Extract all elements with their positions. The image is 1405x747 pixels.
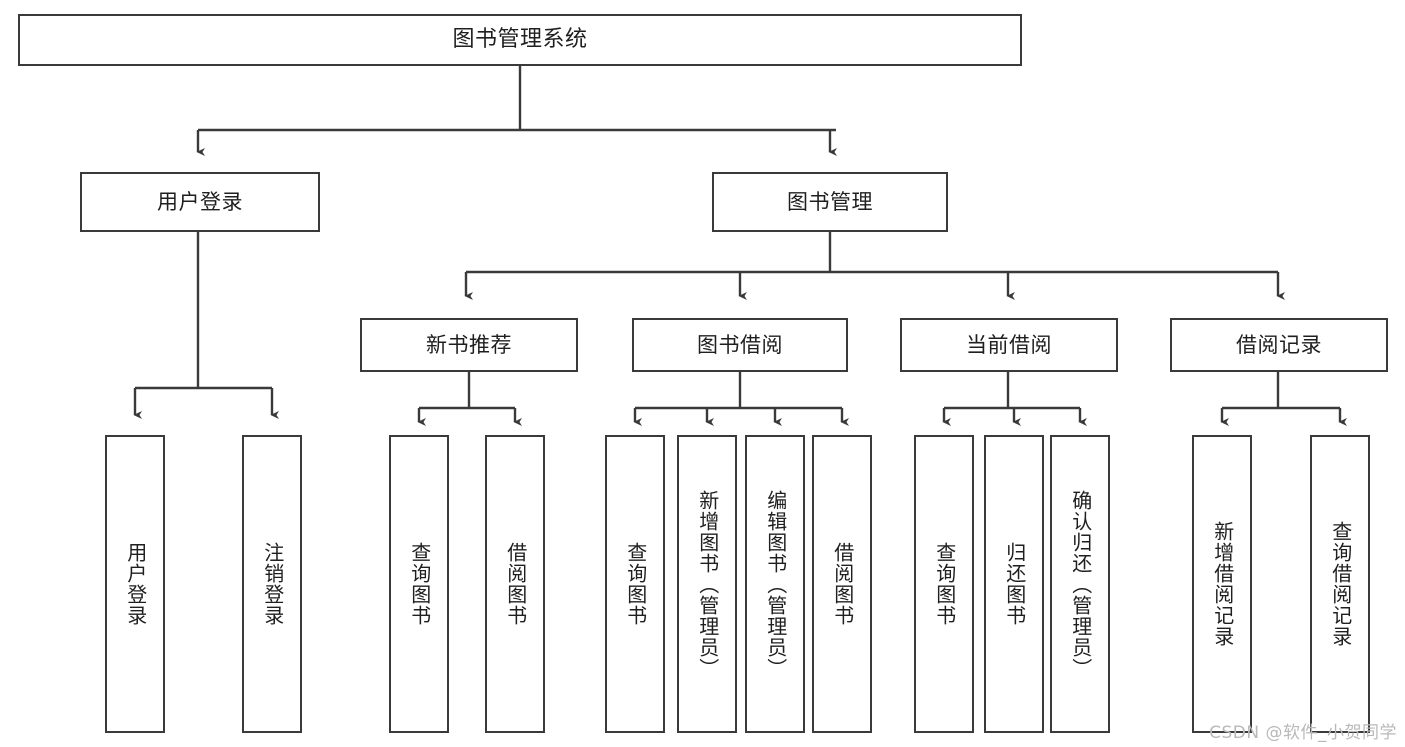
node-label: 新增图书（管理员） xyxy=(695,489,720,679)
leaf-edit-book-admin[interactable]: 编辑图书（管理员） xyxy=(745,435,805,733)
leaf-borrow-books-recommend[interactable]: 借阅图书 xyxy=(485,435,545,733)
node-user-login[interactable]: 用户登录 xyxy=(80,172,320,232)
node-new-book-recommend[interactable]: 新书推荐 xyxy=(360,318,578,372)
watermark-text: CSDN @软件_小贺同学 xyxy=(1209,723,1397,743)
node-current-borrow[interactable]: 当前借阅 xyxy=(900,318,1118,372)
node-label: 当前借阅 xyxy=(966,332,1052,357)
leaf-search-books-current[interactable]: 查询图书 xyxy=(914,435,974,733)
node-borrow-records[interactable]: 借阅记录 xyxy=(1170,318,1388,372)
node-label: 确认归还（管理员） xyxy=(1068,489,1093,679)
node-label: 归还图书 xyxy=(1002,542,1027,626)
node-label: 用户登录 xyxy=(157,189,243,214)
leaf-search-books-recommend[interactable]: 查询图书 xyxy=(389,435,449,733)
node-root-system[interactable]: 图书管理系统 xyxy=(18,14,1022,66)
node-label: 用户登录 xyxy=(123,542,148,626)
node-label: 借阅记录 xyxy=(1236,332,1322,357)
node-label: 图书借阅 xyxy=(697,332,783,357)
node-label: 图书管理系统 xyxy=(452,27,588,53)
node-label: 图书管理 xyxy=(787,189,873,214)
node-label: 注销登录 xyxy=(260,542,285,626)
node-label: 查询图书 xyxy=(932,542,957,626)
node-book-management[interactable]: 图书管理 xyxy=(712,172,948,232)
leaf-return-book[interactable]: 归还图书 xyxy=(984,435,1044,733)
node-label: 查询借阅记录 xyxy=(1328,521,1353,647)
node-label: 新书推荐 xyxy=(426,332,512,357)
leaf-search-borrow-record[interactable]: 查询借阅记录 xyxy=(1310,435,1370,733)
node-label: 新增借阅记录 xyxy=(1210,521,1235,647)
node-label: 编辑图书（管理员） xyxy=(763,489,788,679)
node-label: 借阅图书 xyxy=(830,542,855,626)
leaf-user-logout[interactable]: 注销登录 xyxy=(242,435,302,733)
node-book-borrow[interactable]: 图书借阅 xyxy=(632,318,848,372)
leaf-add-borrow-record[interactable]: 新增借阅记录 xyxy=(1192,435,1252,733)
leaf-confirm-return-admin[interactable]: 确认归还（管理员） xyxy=(1050,435,1110,733)
leaf-user-login[interactable]: 用户登录 xyxy=(105,435,165,733)
leaf-search-books-borrow[interactable]: 查询图书 xyxy=(605,435,665,733)
leaf-borrow-book[interactable]: 借阅图书 xyxy=(812,435,872,733)
node-label: 查询图书 xyxy=(623,542,648,626)
leaf-add-book-admin[interactable]: 新增图书（管理员） xyxy=(677,435,737,733)
node-label: 查询图书 xyxy=(407,542,432,626)
node-label: 借阅图书 xyxy=(503,542,528,626)
